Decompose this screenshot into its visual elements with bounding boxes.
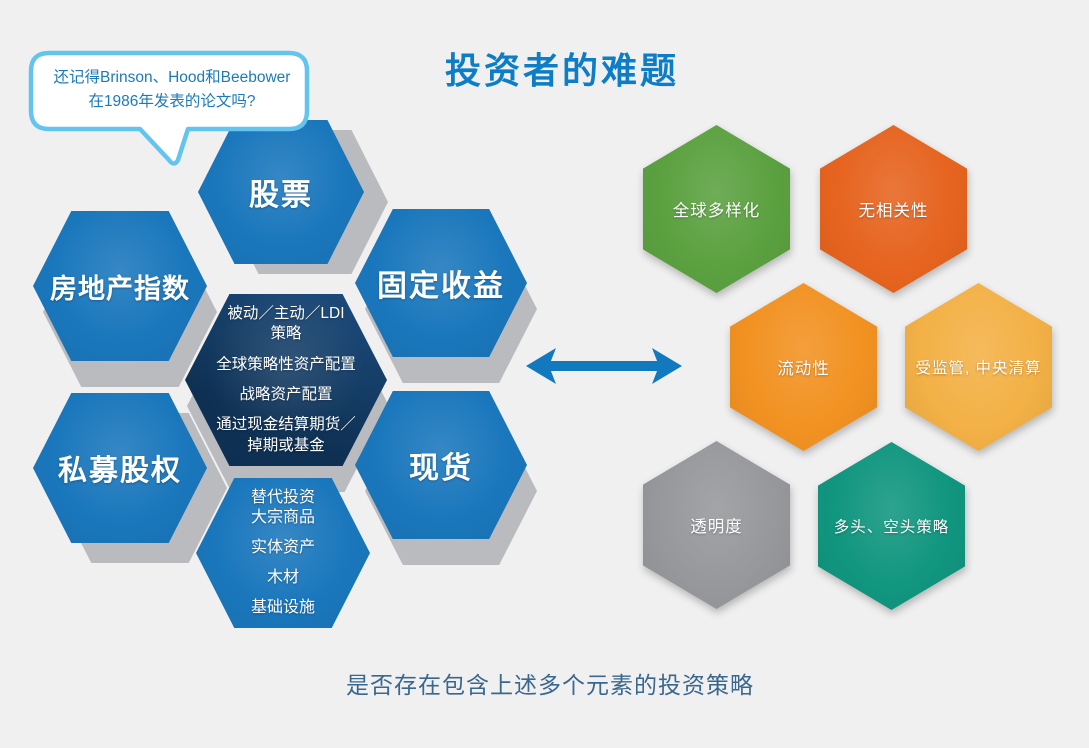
hexagon-fixed-income: 固定收益 xyxy=(355,209,527,357)
double-arrow-icon xyxy=(526,348,682,384)
hexagon-alternatives: 替代投资 大宗商品 实体资产 木材 基础设施 xyxy=(196,478,370,628)
hexagon-label: 房地产指数 xyxy=(50,273,190,304)
hexagon-label: 股票 xyxy=(249,179,313,212)
page-title: 投资者的难题 xyxy=(444,50,679,91)
hexagon-fill: 多头、空头策略 xyxy=(818,442,965,610)
alternative-line: 实体资产 xyxy=(250,539,315,557)
hexagon-fill: 受监管, 中央清算 xyxy=(905,283,1052,451)
hexagon-label: 固定收益 xyxy=(377,270,505,303)
hexagon-label: 受监管, 中央清算 xyxy=(915,360,1042,377)
hexagon-label: 现货 xyxy=(409,452,473,485)
hexagon-private-equity: 私募股权 xyxy=(33,393,207,543)
strategies-text: 被动／主动／LDI 策略 全球策略性资产配置 战略资产配置 通过现金结算期货／ … xyxy=(216,304,356,457)
hexagon-regulated-cleared: 受监管, 中央清算 xyxy=(905,283,1052,451)
hexagon-label: 多头、空头策略 xyxy=(833,519,950,536)
hexagon-label: 私募股权 xyxy=(57,455,182,487)
speech-bubble-outline xyxy=(28,50,310,166)
hexagon-real-estate-index: 房地产指数 xyxy=(33,211,207,361)
hexagon-spot: 现货 xyxy=(355,391,527,539)
hexagon-label: 全球多样化 xyxy=(672,202,761,220)
strategy-line: 全球策略性资产配置 xyxy=(216,355,356,373)
alternatives-text: 替代投资 大宗商品 实体资产 木材 基础设施 xyxy=(251,488,315,619)
hexagon-label: 透明度 xyxy=(690,518,743,536)
strategy-line: 通过现金结算期货／ 掉期或基金 xyxy=(216,416,356,454)
hexagon-long-short-strategies: 多头、空头策略 xyxy=(818,442,965,610)
hexagon-fill: 透明度 xyxy=(643,441,790,609)
alternative-line: 基础设施 xyxy=(250,598,315,616)
hexagon-fill: 无相关性 xyxy=(820,125,967,293)
hexagon-fill: 全球多样化 xyxy=(643,125,790,293)
speech-bubble: 还记得Brinson、Hood和Beebower 在1986年发表的论文吗? xyxy=(28,50,318,175)
bottom-caption: 是否存在包含上述多个元素的投资策略 xyxy=(346,672,754,698)
strategy-line: 战略资产配置 xyxy=(239,386,333,403)
hexagon-global-diversification: 全球多样化 xyxy=(643,125,790,293)
alternative-line: 替代投资 大宗商品 xyxy=(250,488,315,527)
hexagon-label: 流动性 xyxy=(777,360,830,378)
speech-bubble-text: 还记得Brinson、Hood和Beebower 在1986年发表的论文吗? xyxy=(36,66,308,114)
hexagon-label: 无相关性 xyxy=(858,202,929,220)
strategy-line: 被动／主动／LDI 策略 xyxy=(227,304,345,343)
hexagon-stocks: 股票 xyxy=(198,120,364,264)
hexagon-no-correlation: 无相关性 xyxy=(820,125,967,293)
hexagon-strategies: 被动／主动／LDI 策略 全球策略性资产配置 战略资产配置 通过现金结算期货／ … xyxy=(185,294,387,466)
speech-bubble-line1: 还记得Brinson、Hood和Beebower xyxy=(53,69,291,86)
hexagon-transparency: 透明度 xyxy=(643,441,790,609)
hexagon-fill: 流动性 xyxy=(730,283,877,451)
alternative-line: 木材 xyxy=(266,568,299,586)
hexagon-liquidity: 流动性 xyxy=(730,283,877,451)
speech-bubble-line2: 在1986年发表的论文吗? xyxy=(88,93,256,111)
